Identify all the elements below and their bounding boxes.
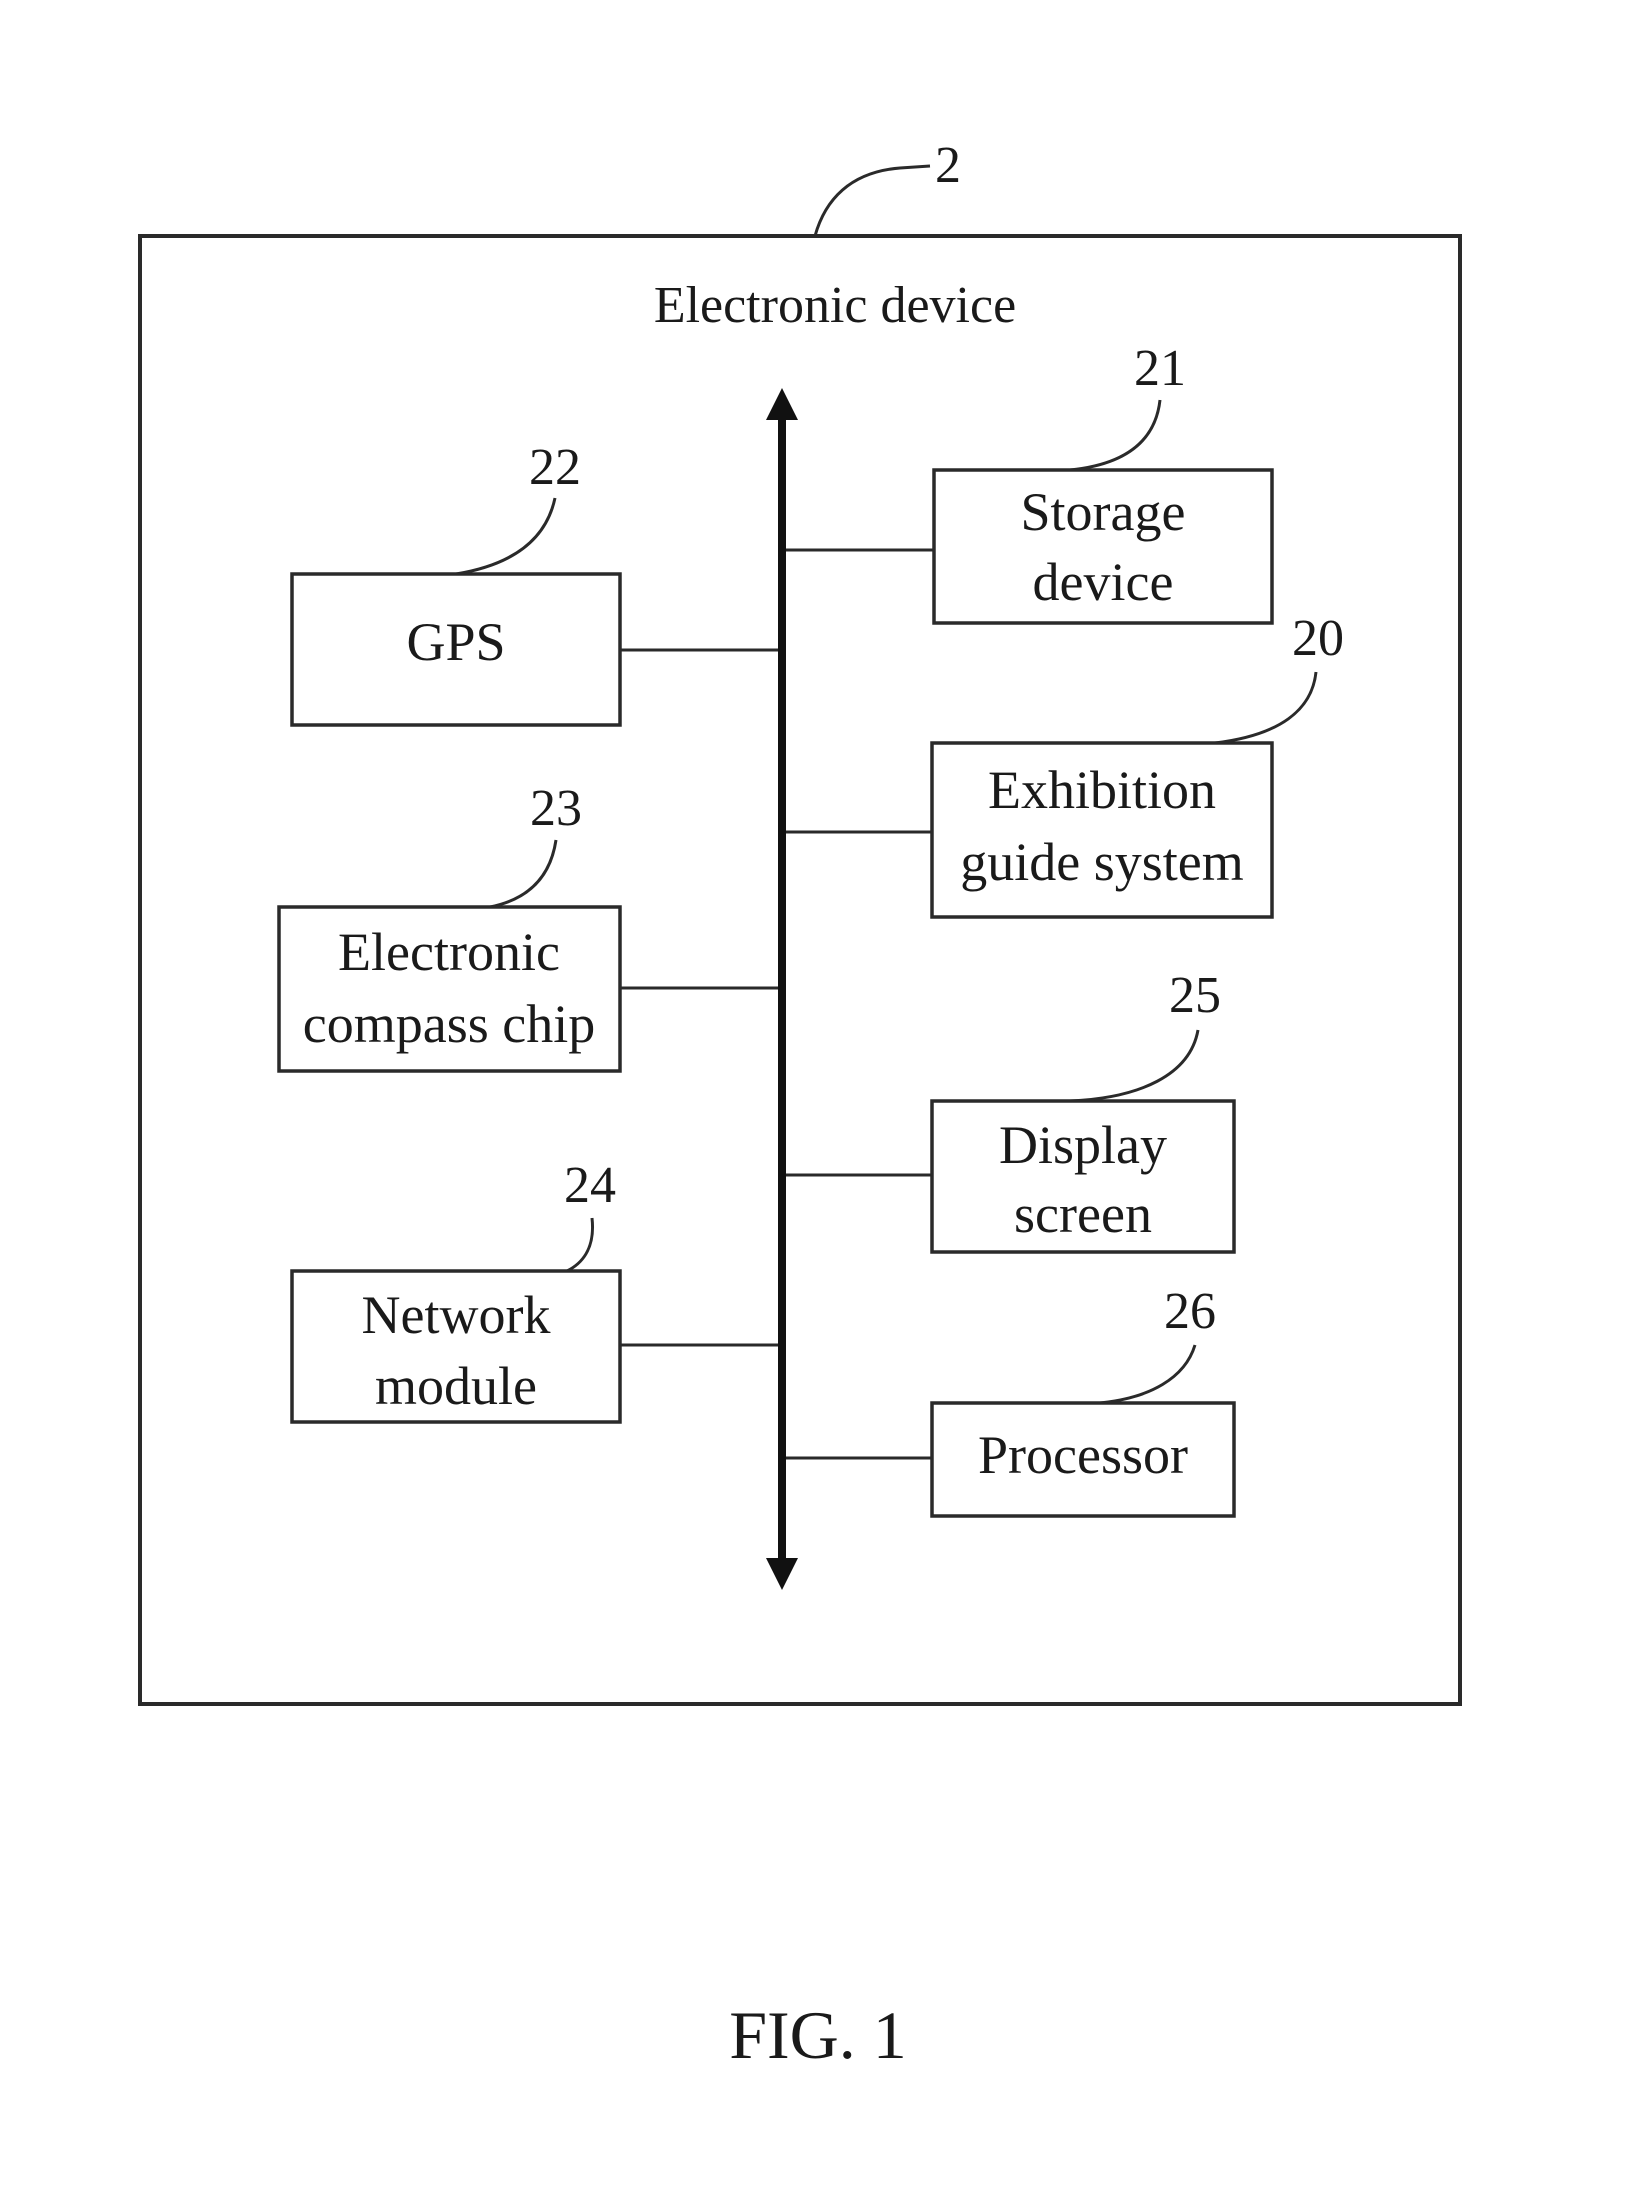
exhibition-ref-leader — [1215, 672, 1316, 743]
compass-label-line2: compass chip — [303, 994, 595, 1054]
compass-ref-leader — [490, 840, 556, 907]
compass-label-line1: Electronic — [338, 922, 560, 982]
display-ref-number: 25 — [1169, 967, 1221, 1024]
gps-ref-number: 22 — [529, 439, 581, 496]
storage-label-line1: Storage — [1021, 482, 1186, 542]
device-title: Electronic device — [654, 277, 1016, 334]
exhibition-block: Exhibition guide system 20 — [932, 610, 1344, 917]
storage-ref-number: 21 — [1134, 340, 1186, 397]
processor-block: Processor 26 — [932, 1283, 1234, 1516]
bus-arrow-top — [766, 388, 798, 420]
display-label-line1: Display — [999, 1115, 1167, 1175]
compass-ref-number: 23 — [530, 780, 582, 837]
device-ref-number: 2 — [935, 137, 961, 194]
compass-block: Electronic compass chip 23 — [279, 780, 620, 1071]
network-label-line1: Network — [362, 1285, 551, 1345]
display-ref-leader — [1070, 1030, 1198, 1101]
exhibition-label-line1: Exhibition — [988, 760, 1216, 820]
network-block: Network module 24 — [292, 1157, 620, 1422]
display-label-line2: screen — [1014, 1184, 1152, 1244]
storage-ref-leader — [1070, 400, 1160, 470]
network-ref-leader — [567, 1218, 593, 1271]
figure-label: FIG. 1 — [729, 1997, 907, 2073]
gps-block: GPS 22 — [292, 439, 620, 725]
storage-label-line2: device — [1033, 552, 1174, 612]
processor-ref-leader — [1100, 1345, 1195, 1403]
exhibition-ref-number: 20 — [1292, 610, 1344, 667]
gps-ref-leader — [456, 498, 555, 574]
network-ref-number: 24 — [564, 1157, 616, 1214]
exhibition-label-line2: guide system — [960, 832, 1243, 892]
processor-ref-number: 26 — [1164, 1283, 1216, 1340]
display-block: Display screen 25 — [932, 967, 1234, 1252]
device-ref-leader — [815, 166, 930, 236]
storage-block: Storage device 21 — [934, 340, 1272, 623]
bus-arrow-bottom — [766, 1558, 798, 1590]
processor-label: Processor — [978, 1425, 1188, 1485]
network-label-line2: module — [375, 1356, 537, 1416]
gps-label: GPS — [406, 612, 505, 672]
